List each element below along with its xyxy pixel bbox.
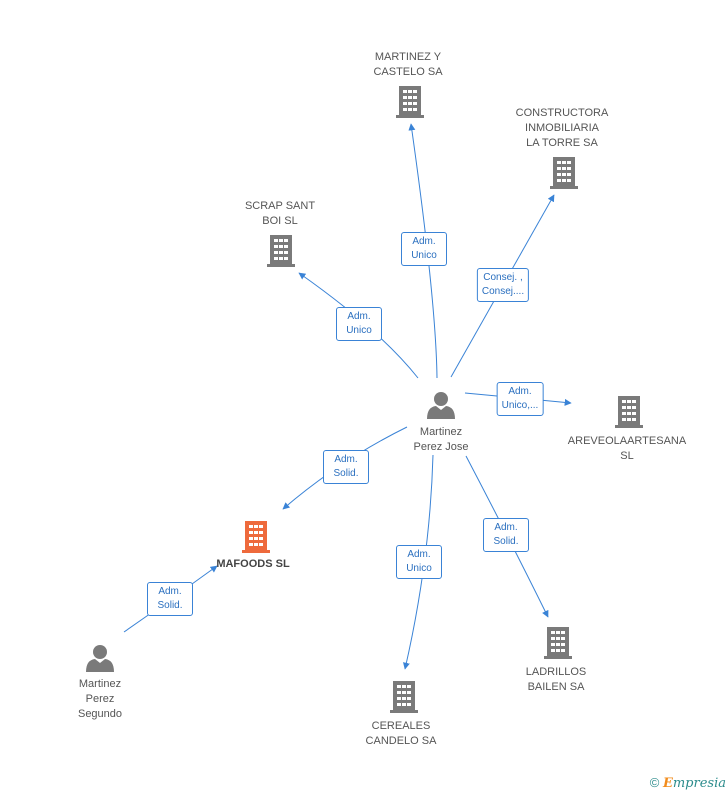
node-label-ladrillos[interactable]: LADRILLOS BAILEN SA bbox=[525, 666, 587, 693]
constructora-building-icon[interactable] bbox=[550, 157, 578, 189]
martinez-perez-segundo-person-icon[interactable] bbox=[86, 645, 114, 672]
edge-label-cereales[interactable]: Adm. Unico bbox=[396, 545, 442, 579]
footer-brand: © Empresia bbox=[650, 775, 726, 791]
edge-label-mafoods[interactable]: Adm. Solid. bbox=[323, 450, 369, 484]
node-label-mafoods[interactable]: MAFOODS SL bbox=[216, 558, 290, 570]
node-label-scrap[interactable]: SCRAP SANT BOI SL bbox=[244, 200, 316, 227]
areveola-building-icon[interactable] bbox=[615, 396, 643, 428]
edge-label-scrap[interactable]: Adm. Unico bbox=[336, 307, 382, 341]
node-label-cereales[interactable]: CEREALES CANDELO SA bbox=[365, 720, 437, 747]
martinez-castelo-building-icon[interactable] bbox=[396, 86, 424, 118]
martinez-perez-jose-person-icon[interactable] bbox=[427, 392, 455, 419]
scrap-building-icon[interactable] bbox=[267, 235, 295, 267]
edge-label-constructora[interactable]: Consej. , Consej.... bbox=[476, 268, 530, 302]
node-label-martinez-castelo[interactable]: MARTINEZ Y CASTELO SA bbox=[373, 51, 443, 78]
mafoods-building-icon[interactable] bbox=[242, 521, 270, 553]
node-label-martinez-perez-segundo[interactable]: Martinez Perez Segundo bbox=[77, 678, 123, 720]
edge-label-ladrillos[interactable]: Adm. Solid. bbox=[483, 518, 529, 552]
ladrillos-building-icon[interactable] bbox=[544, 627, 572, 659]
edge-label-martinez_castelo[interactable]: Adm. Unico bbox=[401, 232, 447, 266]
edge-label-mafoods[interactable]: Adm. Solid. bbox=[147, 582, 193, 616]
edge-label-areveola[interactable]: Adm. Unico,... bbox=[496, 382, 544, 416]
edge-martinez_perez_jose-to-martinez_castelo bbox=[408, 123, 438, 379]
cereales-building-icon[interactable] bbox=[390, 681, 418, 713]
brand-logo: Empresia bbox=[662, 776, 726, 791]
node-label-constructora[interactable]: CONSTRUCTORA INMOBILIARIA LA TORRE SA bbox=[515, 107, 609, 149]
copyright-mark: © bbox=[649, 775, 660, 790]
node-label-martinez-perez-jose[interactable]: Martinez Perez Jose bbox=[413, 426, 469, 453]
node-label-areveola[interactable]: AREVEOLAARTESANA SL bbox=[567, 435, 687, 462]
